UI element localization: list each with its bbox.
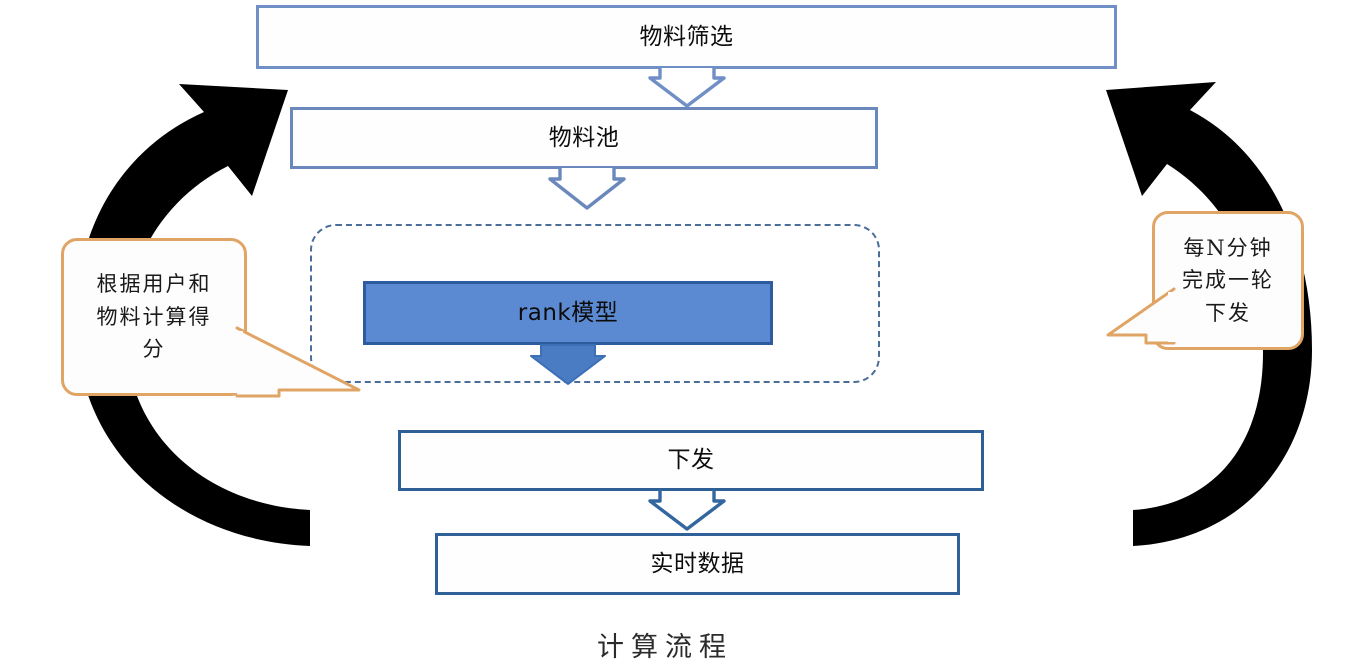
callout-score-body: 根据用户和 物料计算得 分 <box>61 238 247 396</box>
connector-distribute-to-realtime <box>648 489 726 531</box>
node-material-pool-label: 物料池 <box>548 124 620 151</box>
node-realtime-data[interactable]: 实时数据 <box>435 533 960 595</box>
node-material-filter-label: 物料筛选 <box>639 23 734 50</box>
node-distribute-label: 下发 <box>667 447 715 473</box>
callout-score-line-1: 根据用户和 <box>96 272 212 297</box>
callout-score-line-3: 分 <box>142 337 166 362</box>
callout-cycle-line-1: 每N分钟 <box>1183 235 1273 260</box>
node-rank-model[interactable]: rank模型 <box>363 281 773 345</box>
rank-stage-group <box>310 224 880 383</box>
node-distribute[interactable]: 下发 <box>398 430 984 491</box>
connector-filter-to-pool <box>648 66 726 108</box>
callout-score-line-2: 物料计算得 <box>96 304 212 329</box>
callout-cycle-line-2: 完成一轮 <box>1182 268 1274 293</box>
diagram-caption: 计算流程 <box>597 632 733 663</box>
callout-score-tail <box>233 326 361 398</box>
left-feedback-arc <box>76 84 310 600</box>
callout-score[interactable]: 根据用户和 物料计算得 分 <box>61 238 361 398</box>
node-rank-model-label: rank模型 <box>517 299 619 326</box>
node-material-filter[interactable]: 物料筛选 <box>256 5 1117 69</box>
callout-cycle[interactable]: 每N分钟 完成一轮 下发 <box>1106 211 1304 350</box>
node-realtime-data-label: 实时数据 <box>650 550 745 577</box>
node-material-pool[interactable]: 物料池 <box>290 107 878 169</box>
callout-cycle-tail <box>1106 287 1178 345</box>
connector-rank-to-distribute <box>530 344 606 385</box>
connector-pool-to-rank <box>548 166 626 210</box>
callout-cycle-line-3: 下发 <box>1205 300 1251 325</box>
